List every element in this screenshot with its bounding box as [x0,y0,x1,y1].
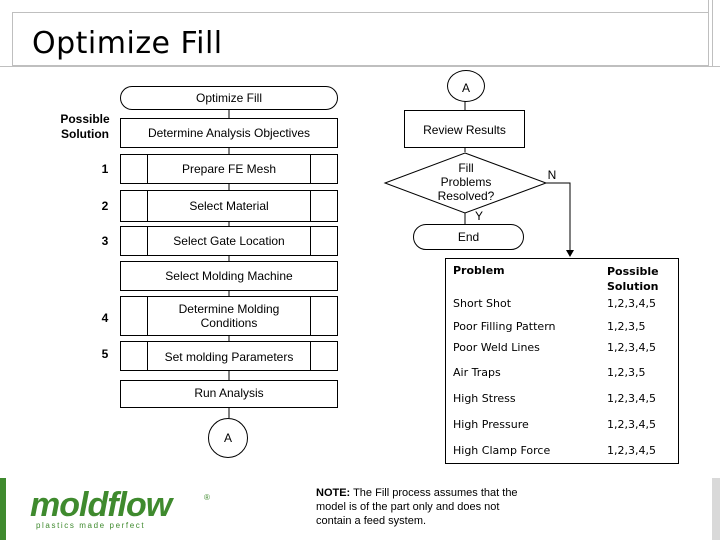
title-frame-edge [708,0,720,66]
slide-title: Optimize Fill [32,26,223,61]
table-cell-problem: High Pressure [453,418,529,431]
step-number: 4 [101,311,109,325]
step-number: 2 [101,199,109,213]
moldflow-logo-mark: moldflow ® plastics made perfect [30,486,210,530]
review-results-label: Review Results [423,123,506,137]
problem-solution-table: Problem Possible Solution Short Shot 1,2… [445,258,679,464]
step-label: Set molding Parameters [164,350,294,364]
note-text: The Fill process assumes that the model … [316,487,518,527]
table-cell-problem: Poor Weld Lines [453,341,540,354]
table-cell-solution: 1,2,3,4,5 [607,418,656,431]
table-cell-solution: 1,2,3,4,5 [607,392,656,405]
table-cell-problem: Air Traps [453,366,501,379]
start-terminal-label: Optimize Fill [195,91,262,105]
footer-accent-bar [0,478,6,540]
connector-label: A [461,81,470,95]
end-label: End [457,230,480,244]
step-set-parameters: Set molding Parameters [120,341,338,371]
step-number: 1 [101,162,109,176]
step-label: Determine Analysis Objectives [147,126,311,140]
step-determine-objectives: Determine Analysis Objectives [120,118,338,148]
step-label: Select Material [189,199,269,213]
connector-a-top: A [447,70,485,102]
table-cell-problem: High Stress [453,392,516,405]
footer-right-strip [712,478,720,540]
end-terminal: End [413,224,524,250]
table-cell-solution: 1,2,3,4,5 [607,297,656,310]
table-cell-solution: 1,2,3,4,5 [607,341,656,354]
connector-label: A [223,431,232,445]
connector-a-bottom: A [208,418,248,458]
no-branch-arrow [546,182,574,257]
table-header-solution: Possible Solution [607,265,659,293]
step-label: Run Analysis [194,386,264,400]
table-cell-problem: High Clamp Force [453,444,551,457]
step-label: Prepare FE Mesh [181,162,277,176]
step-molding-conditions: Determine Molding Conditions [120,296,338,336]
no-label: N [547,168,557,182]
step-run-analysis: Run Analysis [120,380,338,408]
svg-text:moldflow: moldflow [30,488,175,524]
title-frame-edge-line [712,0,713,66]
table-cell-problem: Poor Filling Pattern [453,320,556,333]
review-results-box: Review Results [404,110,525,148]
step-select-gate: Select Gate Location [120,226,338,256]
decision-label: Fill Problems Resolved? [437,161,495,203]
step-label: Determine Molding Conditions [178,302,280,330]
step-select-material: Select Material [120,190,338,222]
step-prepare-mesh: Prepare FE Mesh [120,154,338,184]
possible-solution-header: Possible Solution [60,112,110,141]
step-number: 3 [101,234,109,248]
moldflow-logo: moldflow ® plastics made perfect [28,486,218,535]
title-divider [0,66,720,67]
fill-note: NOTE: The Fill process assumes that the … [316,486,526,528]
step-label: Select Gate Location [173,234,285,248]
note-label: NOTE: [316,487,351,499]
step-label: Select Molding Machine [165,269,293,283]
decision-diamond [383,152,548,214]
table-cell-solution: 1,2,3,5 [607,366,646,379]
table-header-problem: Problem [453,264,505,277]
title-frame [12,12,709,66]
yes-label: Y [474,209,483,223]
svg-text:®: ® [204,493,210,502]
step-select-machine: Select Molding Machine [120,261,338,291]
start-terminal: Optimize Fill [120,86,338,110]
table-cell-problem: Short Shot [453,297,512,310]
svg-text:plastics made perfect: plastics made perfect [36,521,145,530]
table-cell-solution: 1,2,3,5 [607,320,646,333]
step-number: 5 [101,347,109,361]
table-cell-solution: 1,2,3,4,5 [607,444,656,457]
